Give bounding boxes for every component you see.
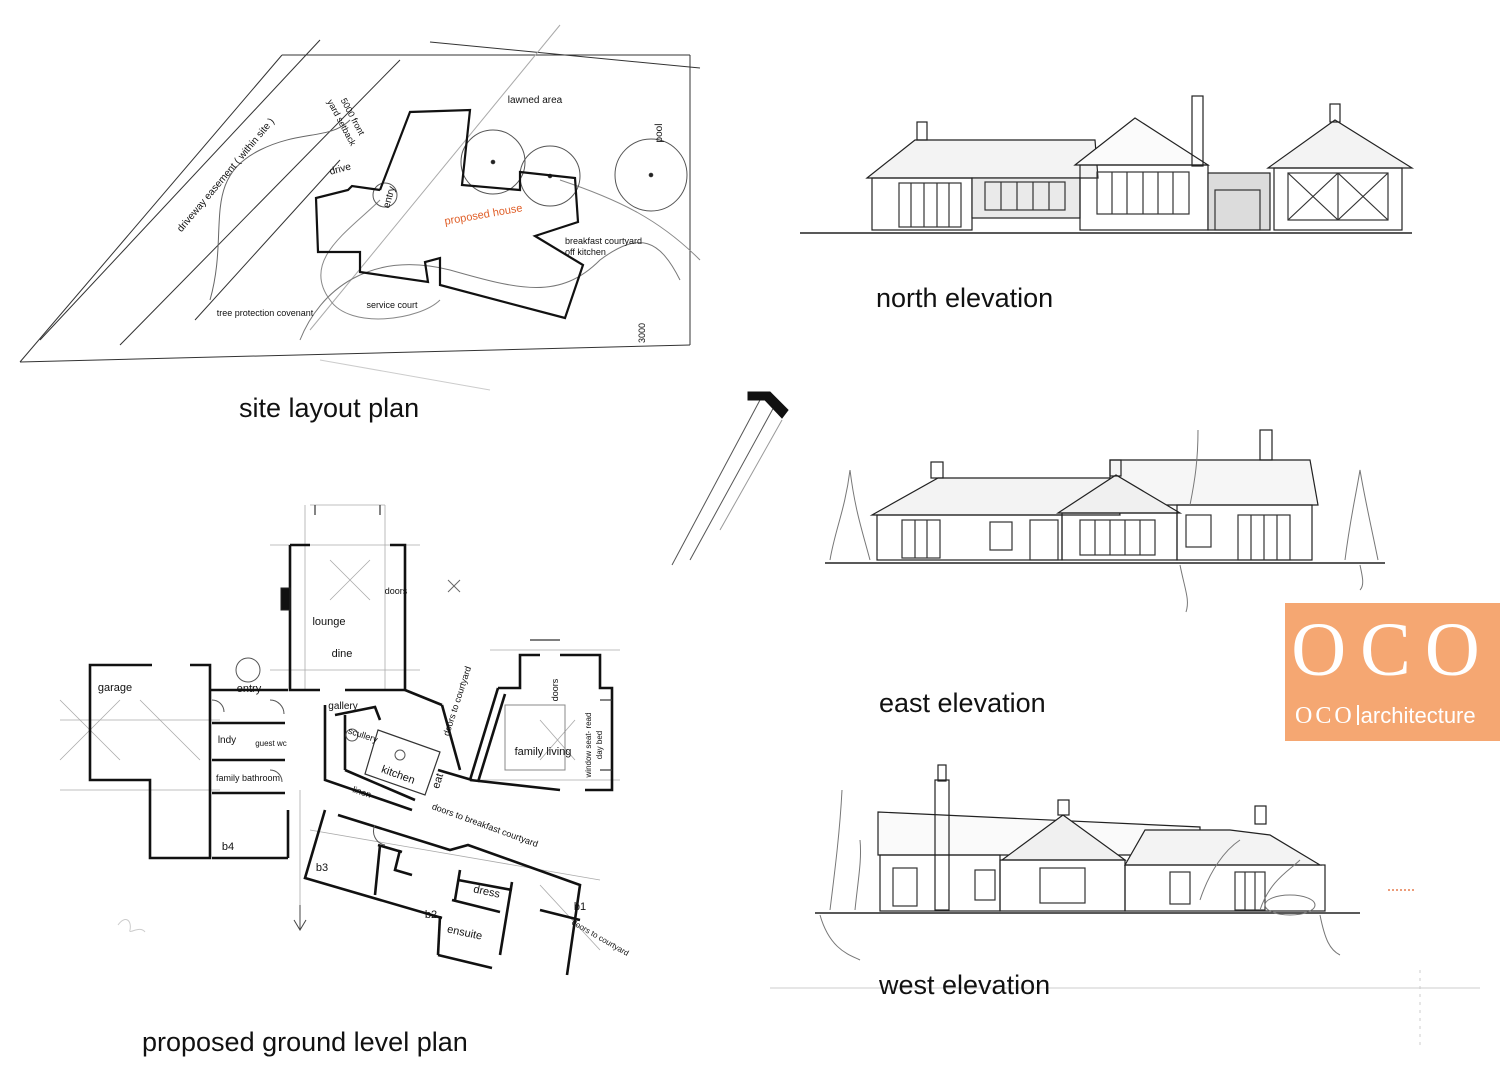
caption-site-layout-plan: site layout plan bbox=[239, 393, 420, 423]
sketch-borders bbox=[117, 919, 1480, 1050]
label-service-court: service court bbox=[366, 300, 418, 310]
label-proposed-house: proposed house bbox=[444, 202, 524, 228]
label-guest-wc: guest wc bbox=[255, 739, 287, 748]
label-entry: entry bbox=[381, 185, 397, 209]
proposed-house-outline bbox=[314, 108, 585, 320]
label-tree-protection: tree protection covenant bbox=[217, 308, 314, 318]
label-lawned-area: lawned area bbox=[508, 95, 563, 106]
label-doors-to-courtyard-b1: doors to courtyard bbox=[570, 918, 630, 958]
label-drive: drive bbox=[328, 161, 352, 177]
caption-east-elevation: east elevation bbox=[879, 688, 1046, 718]
west-elevation bbox=[815, 764, 1415, 961]
site-layout-plan bbox=[19, 24, 701, 391]
east-elevation bbox=[825, 429, 1385, 613]
label-day-bed: day bed bbox=[595, 731, 604, 759]
label-scullery: scullery bbox=[347, 726, 380, 745]
logo-wordmark-right: architecture bbox=[1360, 703, 1476, 728]
label-window-seat: window seat- read bbox=[584, 713, 593, 779]
label-lndy: lndy bbox=[218, 735, 236, 746]
label-pool: pool bbox=[654, 124, 665, 143]
label-lounge: lounge bbox=[312, 616, 345, 628]
label-breakfast-1: breakfast courtyard bbox=[565, 236, 642, 246]
label-linen: linen bbox=[351, 784, 372, 799]
site-boundary-line bbox=[19, 54, 283, 363]
label-garage: garage bbox=[98, 682, 132, 694]
label-breakfast-2: off kitchen bbox=[565, 247, 606, 257]
ground-level-plan bbox=[59, 504, 620, 976]
caption-west-elevation: west elevation bbox=[879, 970, 1051, 1000]
label-entry-plan: entry bbox=[237, 683, 262, 695]
caption-ground-level-plan: proposed ground level plan bbox=[142, 1027, 468, 1057]
plan-labels: garage entry lndy guest wc family bathro… bbox=[98, 586, 631, 958]
label-easement: driveway easement ( within site ) bbox=[175, 116, 277, 234]
label-doors-family: doors bbox=[550, 678, 560, 701]
label-doors-breakfast: doors to breakfast courtyard bbox=[431, 801, 540, 849]
north-elevation bbox=[800, 95, 1415, 234]
label-doors-lounge: doors bbox=[385, 586, 408, 596]
label-doors-to-courtyard: doors to courtyard bbox=[441, 665, 473, 737]
logo-wordmark-left: OCO bbox=[1295, 703, 1355, 729]
label-dim-3000: 3000 bbox=[637, 323, 647, 343]
label-gallery: gallery bbox=[328, 701, 357, 712]
label-b2: b2 bbox=[425, 909, 437, 921]
label-family-living: family living bbox=[515, 746, 572, 758]
logo-separator bbox=[1356, 705, 1359, 725]
label-kitchen: kitchen bbox=[380, 764, 417, 787]
label-family-bathroom: family bathroom bbox=[216, 773, 280, 783]
north-arrow-sketch bbox=[671, 391, 789, 566]
label-ensuite: ensuite bbox=[446, 924, 483, 943]
label-b3: b3 bbox=[316, 862, 328, 874]
label-eat: eat bbox=[430, 772, 446, 790]
caption-north-elevation: north elevation bbox=[876, 283, 1054, 313]
label-dine: dine bbox=[332, 648, 353, 660]
label-b4: b4 bbox=[222, 841, 234, 853]
site-labels: lawned area pool 5000 front yard setback… bbox=[175, 95, 665, 343]
logo-mark: OCO bbox=[1291, 608, 1494, 692]
label-dress: dress bbox=[472, 883, 501, 900]
label-b1: b1 bbox=[574, 901, 586, 913]
